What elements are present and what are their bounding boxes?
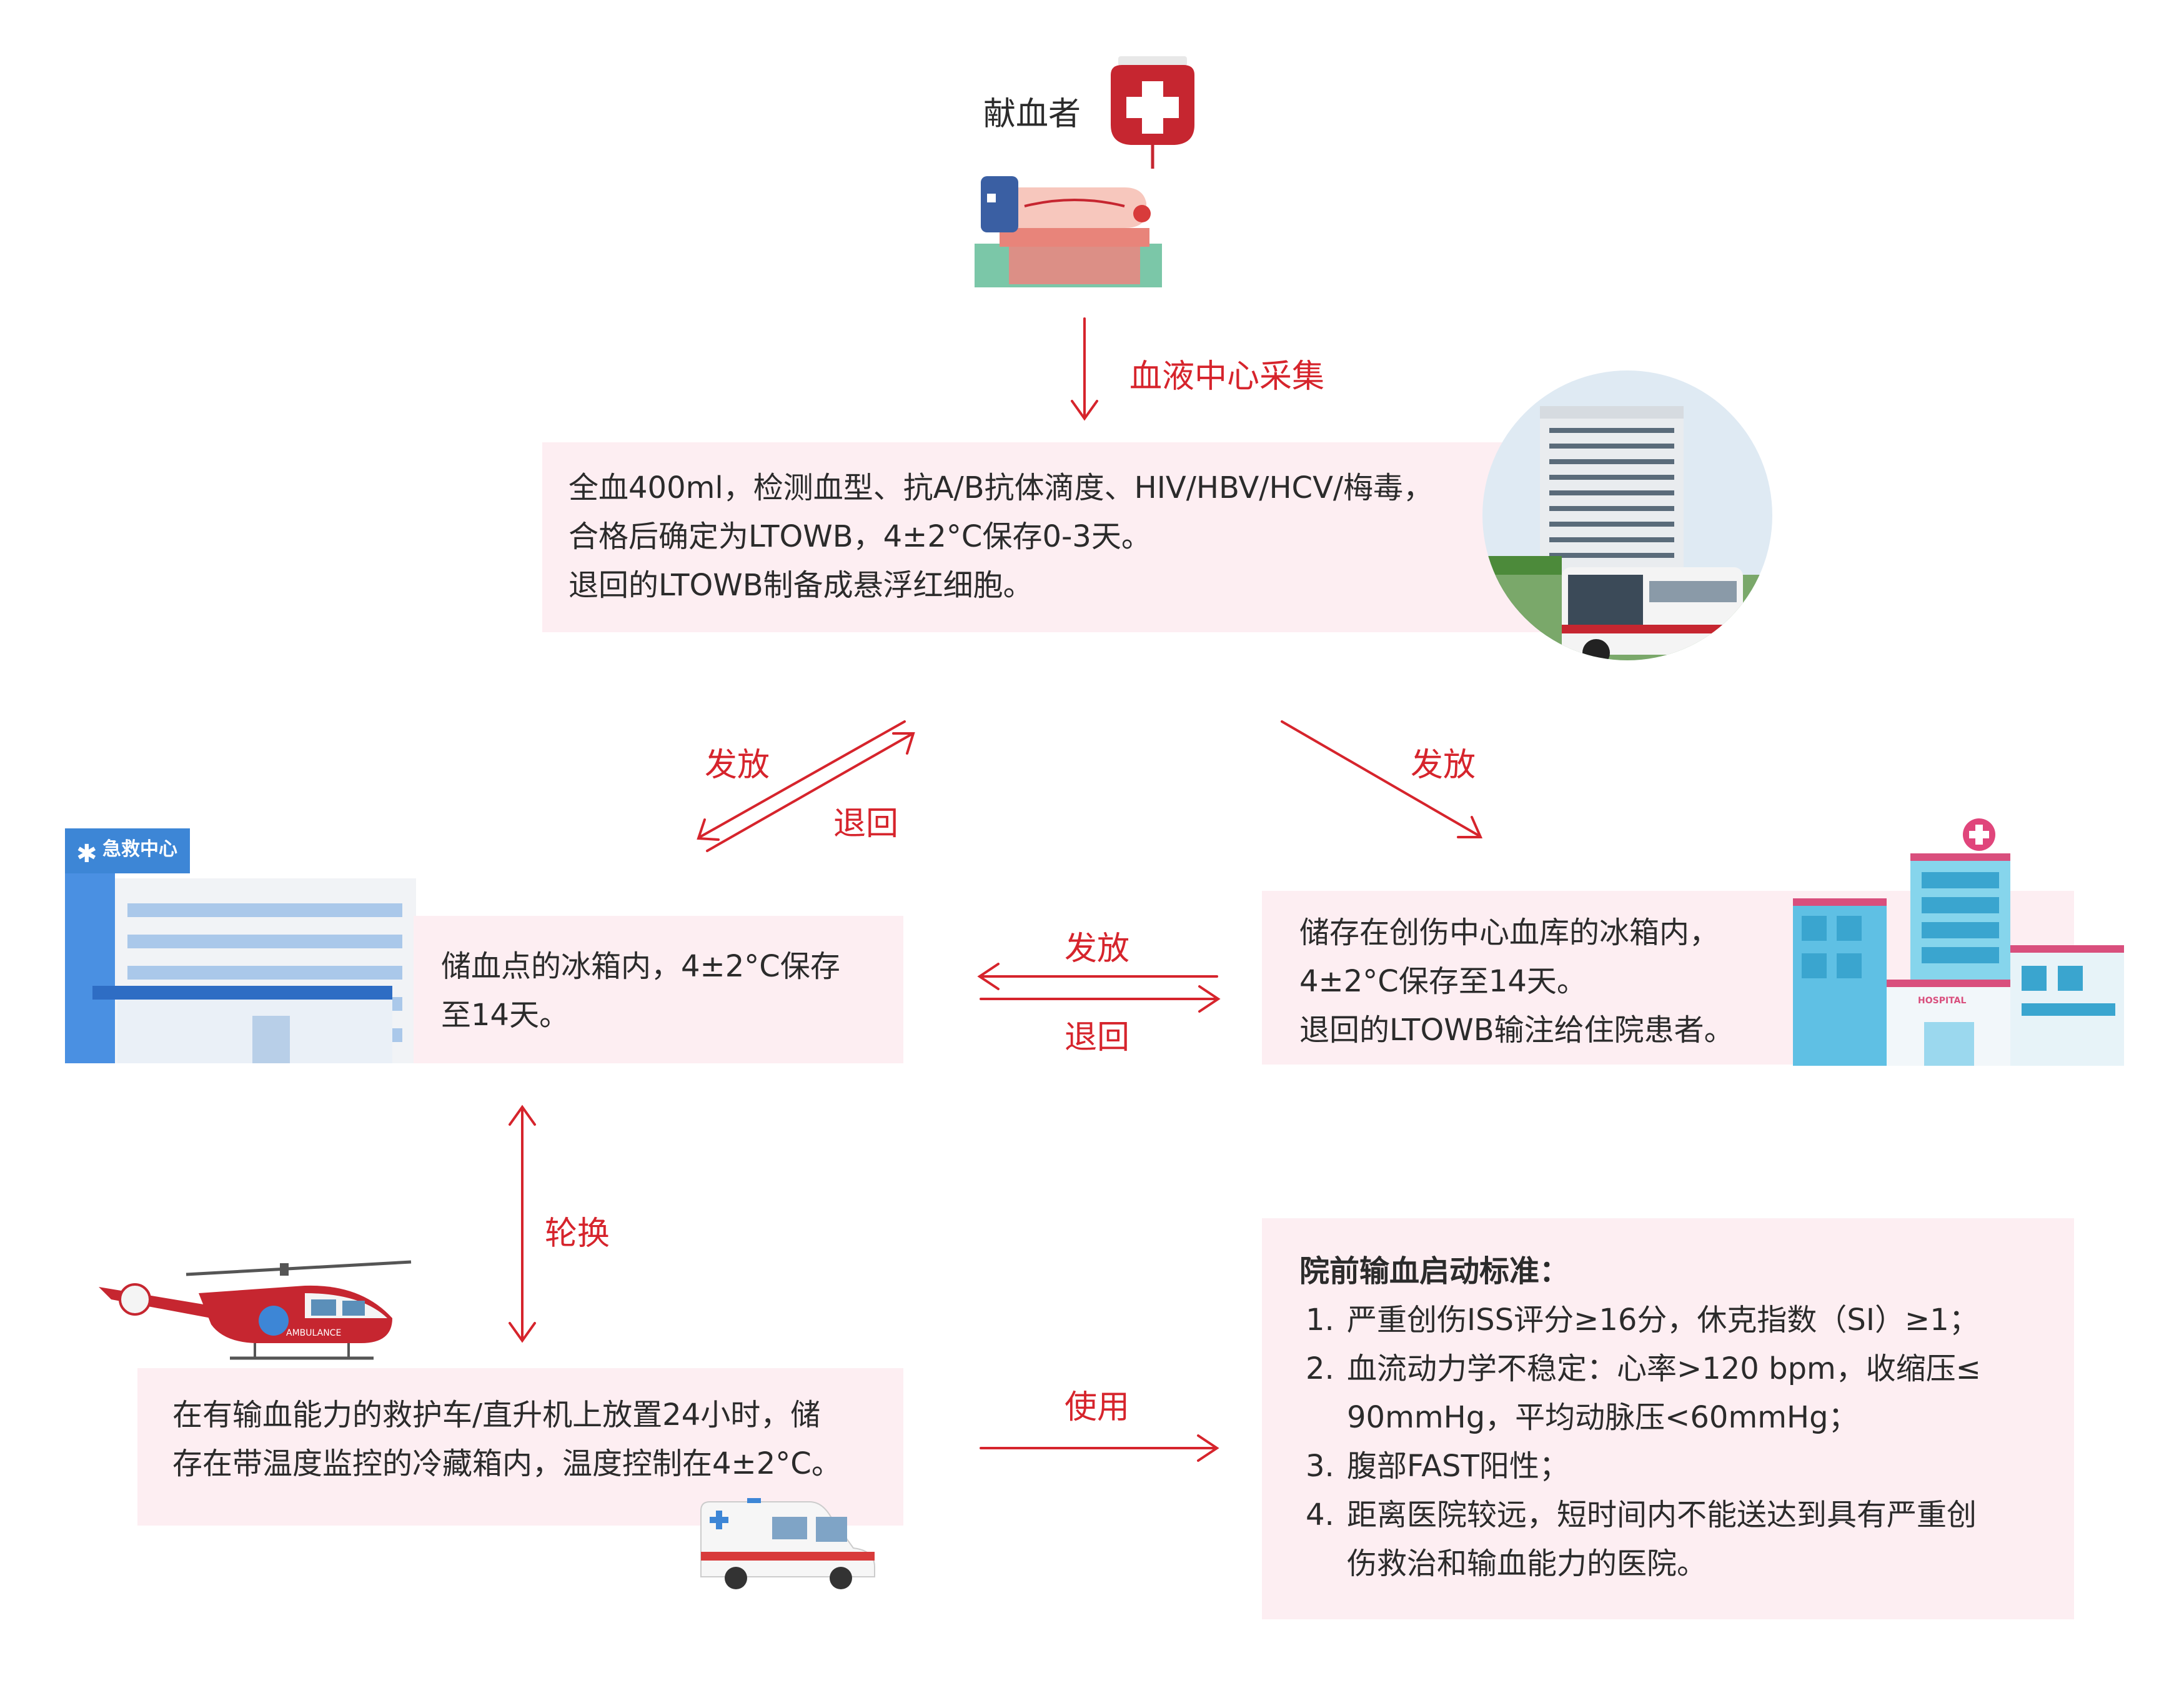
criteria-title: 院前输血启动标准： [1299, 1254, 1570, 1289]
criteria-item-1-num: 1. [1306, 1303, 1334, 1338]
vehicle-line-1: 在有输血能力的救护车/直升机上放置24小时，储 [172, 1398, 821, 1432]
collect-label: 血液中心采集 [1129, 358, 1325, 395]
criteria-box [1262, 1218, 2074, 1619]
trauma-center-line-3: 退回的LTOWB输注给住院患者。 [1299, 1013, 1734, 1048]
right-issue-label: 发放 [1411, 747, 1476, 784]
rotate-label: 轮换 [545, 1215, 610, 1253]
criteria-item-3-line-1: 腹部FAST阳性； [1347, 1449, 1569, 1484]
emergency-center-sign: 急救中心 [102, 838, 177, 860]
right-issue-arrow [1281, 720, 1481, 837]
emergency-center-box [414, 916, 903, 1063]
emergency-center-building-icon: ✱ [65, 828, 416, 1063]
criteria-item-2-line-1: 血流动力学不稳定：心率>120 bpm，收缩压≤ [1347, 1351, 1982, 1386]
mid-issue-label: 发放 [1065, 930, 1130, 968]
criteria-item-3-num: 3. [1306, 1449, 1334, 1484]
collect-arrowhead [1071, 400, 1098, 421]
criteria-item-2-num: 2. [1306, 1351, 1334, 1386]
emergency-center-line-2: 至14天。 [441, 998, 570, 1033]
left-issue-label: 发放 [705, 747, 770, 784]
donor-label: 献血者 [983, 96, 1081, 133]
use-label: 使用 [1065, 1389, 1130, 1426]
svg-text:✱: ✱ [76, 840, 97, 868]
hospital-building-icon: HOSPITAL [1793, 818, 2124, 1066]
left-return-label: 退回 [833, 805, 899, 843]
hospital-sign: HOSPITAL [1918, 996, 1966, 1006]
donor-arm-icon [975, 169, 1162, 287]
blood-center-building-icon [1482, 370, 1772, 660]
criteria-item-4-line-1: 距离医院较远，短时间内不能送达到具有严重创 [1347, 1497, 1977, 1532]
vehicle-box [137, 1368, 903, 1526]
criteria-item-1-line-1: 严重创伤ISS评分≥16分，休克指数（SI）≥1； [1347, 1303, 1979, 1338]
blood-center-line-3: 退回的LTOWB制备成悬浮红细胞。 [568, 568, 1033, 603]
blood-center-line-2: 合格后确定为LTOWB，4±2°C保存0-3天。 [568, 519, 1151, 554]
criteria-item-4-num: 4. [1306, 1497, 1334, 1532]
criteria-item-2-line-2: 90mmHg，平均动脉压<60mmHg； [1347, 1400, 1859, 1435]
criteria-item-4-line-2: 伤救治和输血能力的医院。 [1347, 1546, 1707, 1581]
mid-return-label: 退回 [1065, 1019, 1130, 1056]
blood-bag-icon [1111, 56, 1194, 187]
helicopter-icon: AMBULANCE [99, 1260, 412, 1360]
left-return-arrow [706, 733, 912, 852]
blood-center-box [542, 442, 1549, 632]
trauma-center-line-2: 4±2°C保存至14天。 [1299, 964, 1587, 999]
trauma-center-line-1: 储存在创伤中心血库的冰箱内， [1299, 915, 1720, 950]
blood-center-line-1: 全血400ml，检测血型、抗A/B抗体滴度、HIV/HBV/HCV/梅毒， [568, 470, 1434, 505]
emergency-center-line-1: 储血点的冰箱内，4±2°C保存 [441, 949, 840, 984]
helicopter-text: AMBULANCE [286, 1328, 341, 1338]
left-issue-arrow [698, 720, 906, 838]
ambulance-icon [700, 1498, 875, 1589]
vehicle-line-2: 存在带温度监控的冷藏箱内，温度控制在4±2°C。 [172, 1446, 841, 1481]
